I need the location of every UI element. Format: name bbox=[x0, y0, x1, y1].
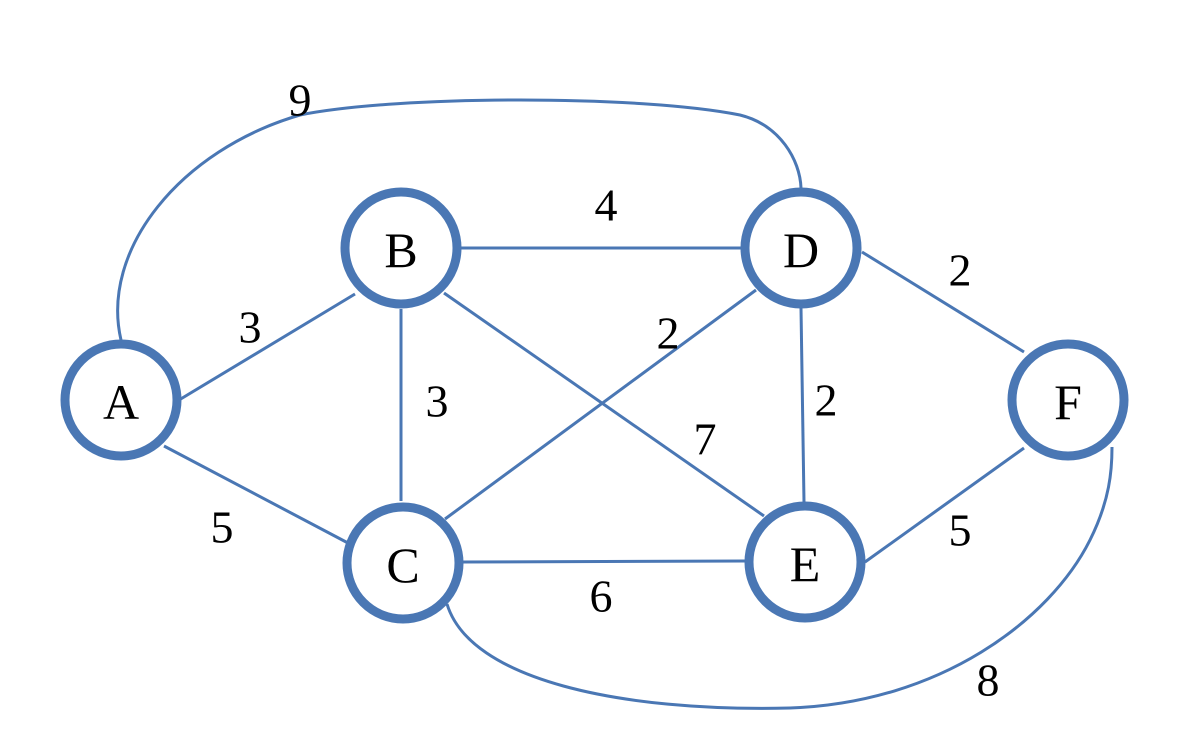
node-circle bbox=[744, 501, 866, 623]
edge-weight-label: 5 bbox=[949, 505, 972, 556]
node-label: E bbox=[790, 536, 821, 592]
node-f: F bbox=[1007, 339, 1129, 461]
edge-weight-label: 2 bbox=[657, 308, 680, 359]
node-c: C bbox=[342, 502, 464, 624]
edge-c-f bbox=[445, 446, 1114, 710]
edge-weight-label: 9 bbox=[289, 75, 312, 126]
edge-weight-label: 6 bbox=[590, 571, 613, 622]
node-label: A bbox=[103, 374, 139, 430]
node-circle bbox=[340, 187, 462, 309]
node-circle bbox=[740, 187, 862, 309]
edge-weight-label: 4 bbox=[595, 180, 618, 231]
node-label: B bbox=[384, 222, 417, 278]
edge-c-d bbox=[444, 288, 757, 521]
node-d: D bbox=[740, 187, 862, 309]
nodes-layer: A B C D E F bbox=[60, 187, 1129, 624]
weights-layer: 9 3 5 4 3 7 2 2 2 6 5 8 bbox=[211, 75, 1000, 706]
edge-weight-label: 2 bbox=[815, 375, 838, 426]
node-label: F bbox=[1054, 374, 1082, 430]
node-circle bbox=[60, 339, 182, 461]
node-e: E bbox=[744, 501, 866, 623]
node-b: B bbox=[340, 187, 462, 309]
edge-a-d bbox=[116, 98, 803, 341]
node-circle bbox=[1007, 339, 1129, 461]
edge-weight-label: 3 bbox=[426, 376, 449, 427]
node-label: C bbox=[386, 537, 419, 593]
edges-layer bbox=[116, 98, 1114, 710]
node-circle bbox=[342, 502, 464, 624]
edge-c-e bbox=[460, 559, 746, 564]
edge-d-f bbox=[861, 250, 1025, 354]
edge-d-e bbox=[799, 307, 806, 503]
edge-weight-label: 8 bbox=[977, 655, 1000, 706]
edge-e-f bbox=[864, 446, 1025, 564]
node-a: A bbox=[60, 339, 182, 461]
edge-weight-label: 7 bbox=[694, 414, 717, 465]
edge-b-e bbox=[443, 291, 765, 518]
edge-weight-label: 5 bbox=[211, 502, 234, 553]
node-label: D bbox=[783, 222, 819, 278]
edge-weight-label: 2 bbox=[949, 245, 972, 296]
edge-weight-label: 3 bbox=[239, 302, 262, 353]
edge-a-c bbox=[163, 444, 349, 545]
edge-a-b bbox=[178, 292, 356, 402]
